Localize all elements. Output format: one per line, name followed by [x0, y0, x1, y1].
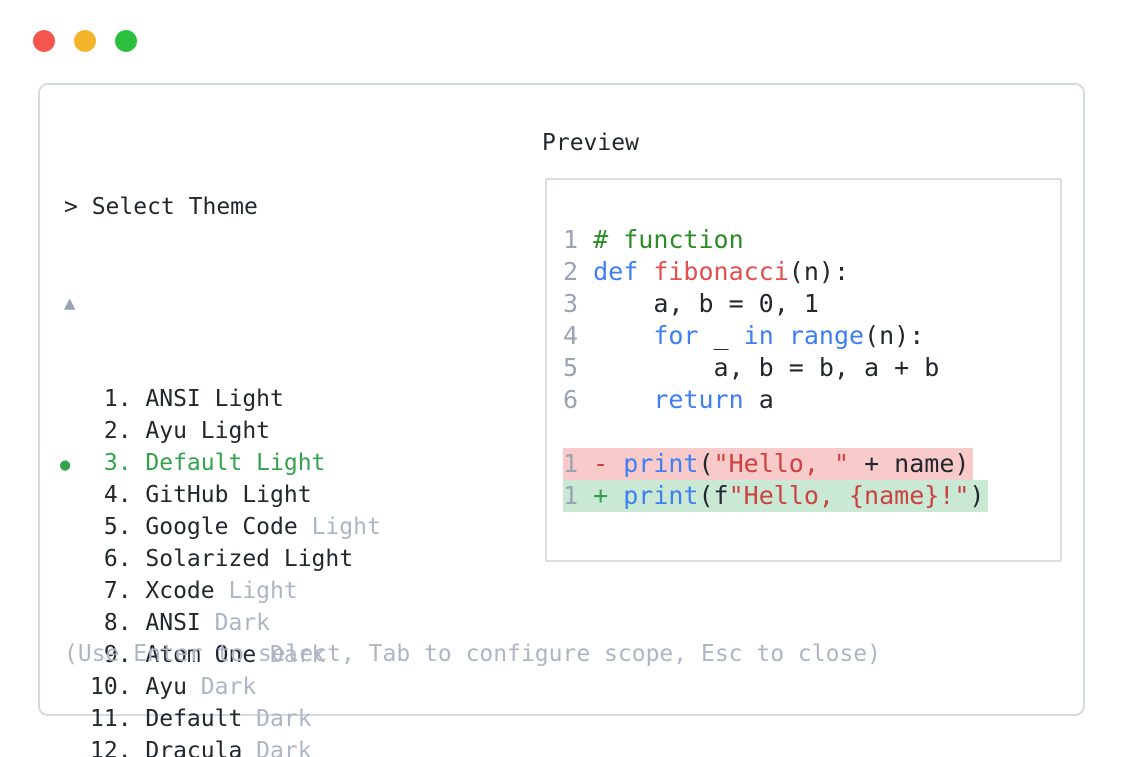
- theme-item-number: 6.: [90, 546, 132, 572]
- code-line: 1# function: [563, 225, 744, 254]
- theme-item-number: 2.: [90, 418, 132, 444]
- line-number: 2: [563, 257, 579, 286]
- line-number: 1: [563, 449, 579, 478]
- theme-list-item[interactable]: 8. ANSI Dark: [60, 607, 381, 639]
- close-button[interactable]: [33, 30, 55, 52]
- code-line: 3 a, b = 0, 1: [563, 289, 819, 318]
- zoom-button[interactable]: [115, 30, 137, 52]
- theme-item-name: Default Light: [145, 450, 326, 476]
- theme-item-name: Google Code: [145, 514, 298, 540]
- theme-item-name: Ayu: [145, 674, 187, 700]
- keyboard-hint: (Use Enter to select, Tab to configure s…: [64, 641, 881, 667]
- theme-list-item[interactable]: 11. Default Dark: [60, 703, 381, 735]
- theme-item-name: ANSI Light: [145, 386, 284, 412]
- theme-item-number: 5.: [90, 514, 132, 540]
- theme-list-item[interactable]: 4. GitHub Light: [60, 479, 381, 511]
- theme-item-name: Solarized Light: [145, 546, 354, 572]
- line-number: 3: [563, 289, 579, 318]
- theme-list-item[interactable]: ● 3. Default Light: [60, 447, 381, 479]
- theme-item-variant: Dark: [270, 642, 326, 668]
- line-number: 1: [563, 225, 579, 254]
- code-line-diff-add: 1+ print(f"Hello, {name}!"): [563, 480, 1044, 512]
- code-line: 5 a, b = b, a + b: [563, 353, 940, 382]
- theme-list-item[interactable]: 2. Ayu Light: [60, 415, 381, 447]
- theme-item-name: ANSI: [145, 610, 201, 636]
- theme-item-number: 10.: [90, 674, 132, 700]
- picker-title: > Select Theme: [64, 194, 258, 220]
- code-line: 4 for _ in range(n):: [563, 321, 925, 350]
- theme-item-name: Xcode: [145, 578, 215, 604]
- theme-item-number: 8.: [90, 610, 132, 636]
- theme-item-name: Default: [145, 706, 243, 732]
- theme-item-name: Dracula: [145, 738, 243, 757]
- minimize-button[interactable]: [74, 30, 96, 52]
- theme-list-column: > Select Theme ▲ 1. ANSI Light 2. Ayu Ligh…: [60, 127, 381, 757]
- theme-item-number: 4.: [90, 482, 132, 508]
- theme-item-variant: Light: [228, 578, 298, 604]
- theme-item-name: Atom One: [145, 642, 257, 668]
- line-number: 5: [563, 353, 579, 382]
- line-number: 6: [563, 385, 579, 414]
- theme-list-item[interactable]: 1. ANSI Light: [60, 383, 381, 415]
- theme-list-item[interactable]: 5. Google Code Light: [60, 511, 381, 543]
- theme-item-number: 3.: [90, 450, 132, 476]
- theme-item-variant: Dark: [256, 706, 312, 732]
- theme-item-number: 7.: [90, 578, 132, 604]
- theme-list-item[interactable]: 9. Atom One Dark: [60, 639, 381, 671]
- theme-item-variant: Dark: [200, 674, 257, 700]
- theme-item-variant: Dark: [256, 738, 312, 757]
- theme-list-item[interactable]: 12. Dracula Dark: [60, 735, 381, 757]
- theme-item-name: GitHub Light: [145, 482, 312, 508]
- line-number: 4: [563, 321, 579, 350]
- code-line: [563, 416, 1044, 448]
- line-number: 1: [563, 481, 579, 510]
- selected-dot-icon: ●: [60, 455, 71, 475]
- theme-item-number: 12.: [90, 738, 132, 757]
- theme-item-number: 9.: [90, 642, 132, 668]
- theme-item-variant: Dark: [214, 610, 271, 636]
- theme-item-variant: Light: [311, 514, 381, 540]
- theme-picker-panel: > Select Theme ▲ 1. ANSI Light 2. Ayu Ligh…: [38, 83, 1085, 757]
- window-controls: [33, 30, 137, 52]
- code-line: 6 return a: [563, 385, 774, 414]
- theme-list-item[interactable]: 6. Solarized Light: [60, 543, 381, 575]
- preview-title: Preview: [542, 130, 639, 156]
- theme-item-number: 1.: [90, 386, 132, 412]
- theme-list-item[interactable]: 7. Xcode Light: [60, 575, 381, 607]
- theme-item-name: Ayu Light: [145, 418, 271, 444]
- code-line-diff-del: 1- print("Hello, " + name): [563, 448, 1044, 480]
- theme-list: 1. ANSI Light 2. Ayu Light ● 3. Default Ligh…: [60, 383, 381, 757]
- theme-list-item[interactable]: 10. Ayu Dark: [60, 671, 381, 703]
- scroll-up-icon[interactable]: ▲: [64, 292, 76, 314]
- theme-item-number: 11.: [90, 706, 132, 732]
